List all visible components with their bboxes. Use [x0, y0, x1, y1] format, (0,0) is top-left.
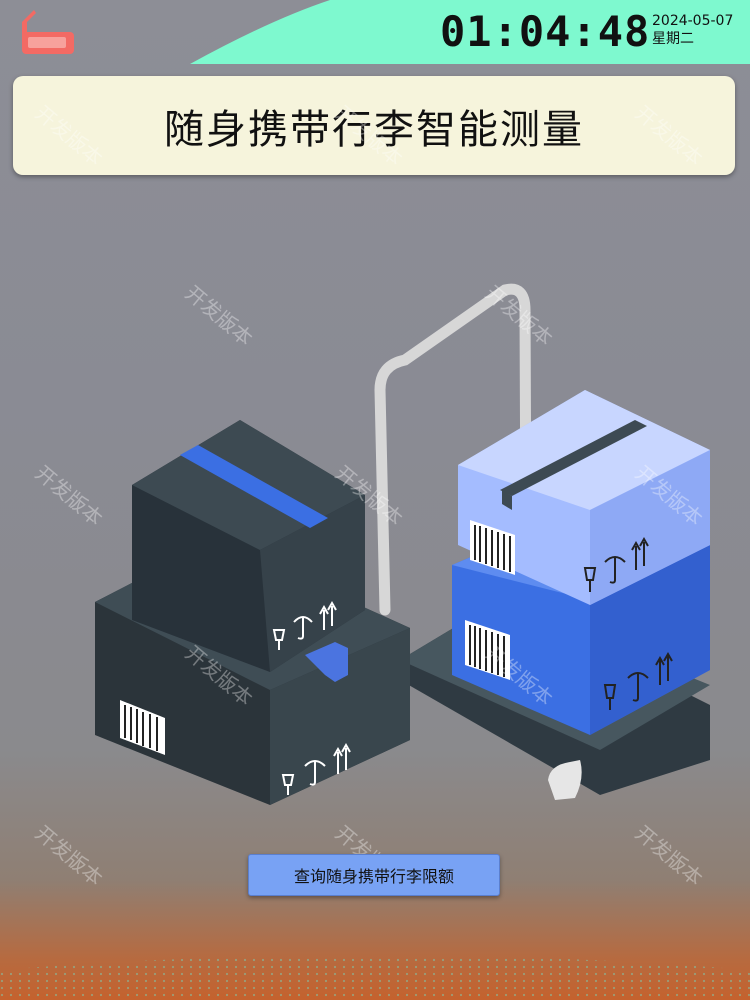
title-panel: 随身携带行李智能测量: [13, 76, 735, 175]
dark-box-upper-tape: [180, 445, 328, 528]
luggage-illustration: [95, 283, 710, 805]
date-text: 2024-05-07: [652, 13, 734, 29]
fragile-symbols-dark-upper: [272, 600, 337, 650]
weekday-text: 星期二: [652, 31, 694, 47]
light-box-tape: [500, 420, 647, 496]
watermark-text: 开发版本: [630, 820, 708, 891]
dark-box-lower-side: [270, 628, 410, 805]
barcode-dark: [120, 700, 165, 755]
header-accent-shape: [190, 0, 750, 64]
dark-box-upper-side: [260, 495, 365, 672]
clock-time: 01:04:48: [440, 7, 651, 56]
header-bar: 01:04:48 2024-05-07 星期二: [0, 0, 750, 64]
blue-box-lower-side: [590, 545, 710, 735]
home-luggage-icon: [22, 10, 74, 54]
barcode-upper: [470, 520, 515, 575]
light-box-tape-flap: [502, 490, 512, 510]
fragile-symbols-dark-lower: [281, 742, 351, 795]
light-box-upper-side: [590, 450, 710, 605]
fragile-symbols-lower: [603, 651, 673, 710]
page-title: 随身携带行李智能测量: [164, 106, 584, 153]
trolley-wheel: [548, 760, 582, 800]
footer-decoration: [0, 955, 750, 1000]
dark-box-lower-tape: [305, 642, 348, 682]
fragile-symbols-upper: [583, 536, 649, 592]
trolley-handle: [374, 283, 532, 616]
query-limit-button[interactable]: 查询随身携带行李限额: [248, 854, 500, 896]
barcode-lower: [465, 620, 510, 680]
watermark-text: 开发版本: [30, 820, 108, 891]
home-button[interactable]: [8, 6, 78, 60]
date-block: 2024-05-07 星期二: [652, 12, 733, 48]
